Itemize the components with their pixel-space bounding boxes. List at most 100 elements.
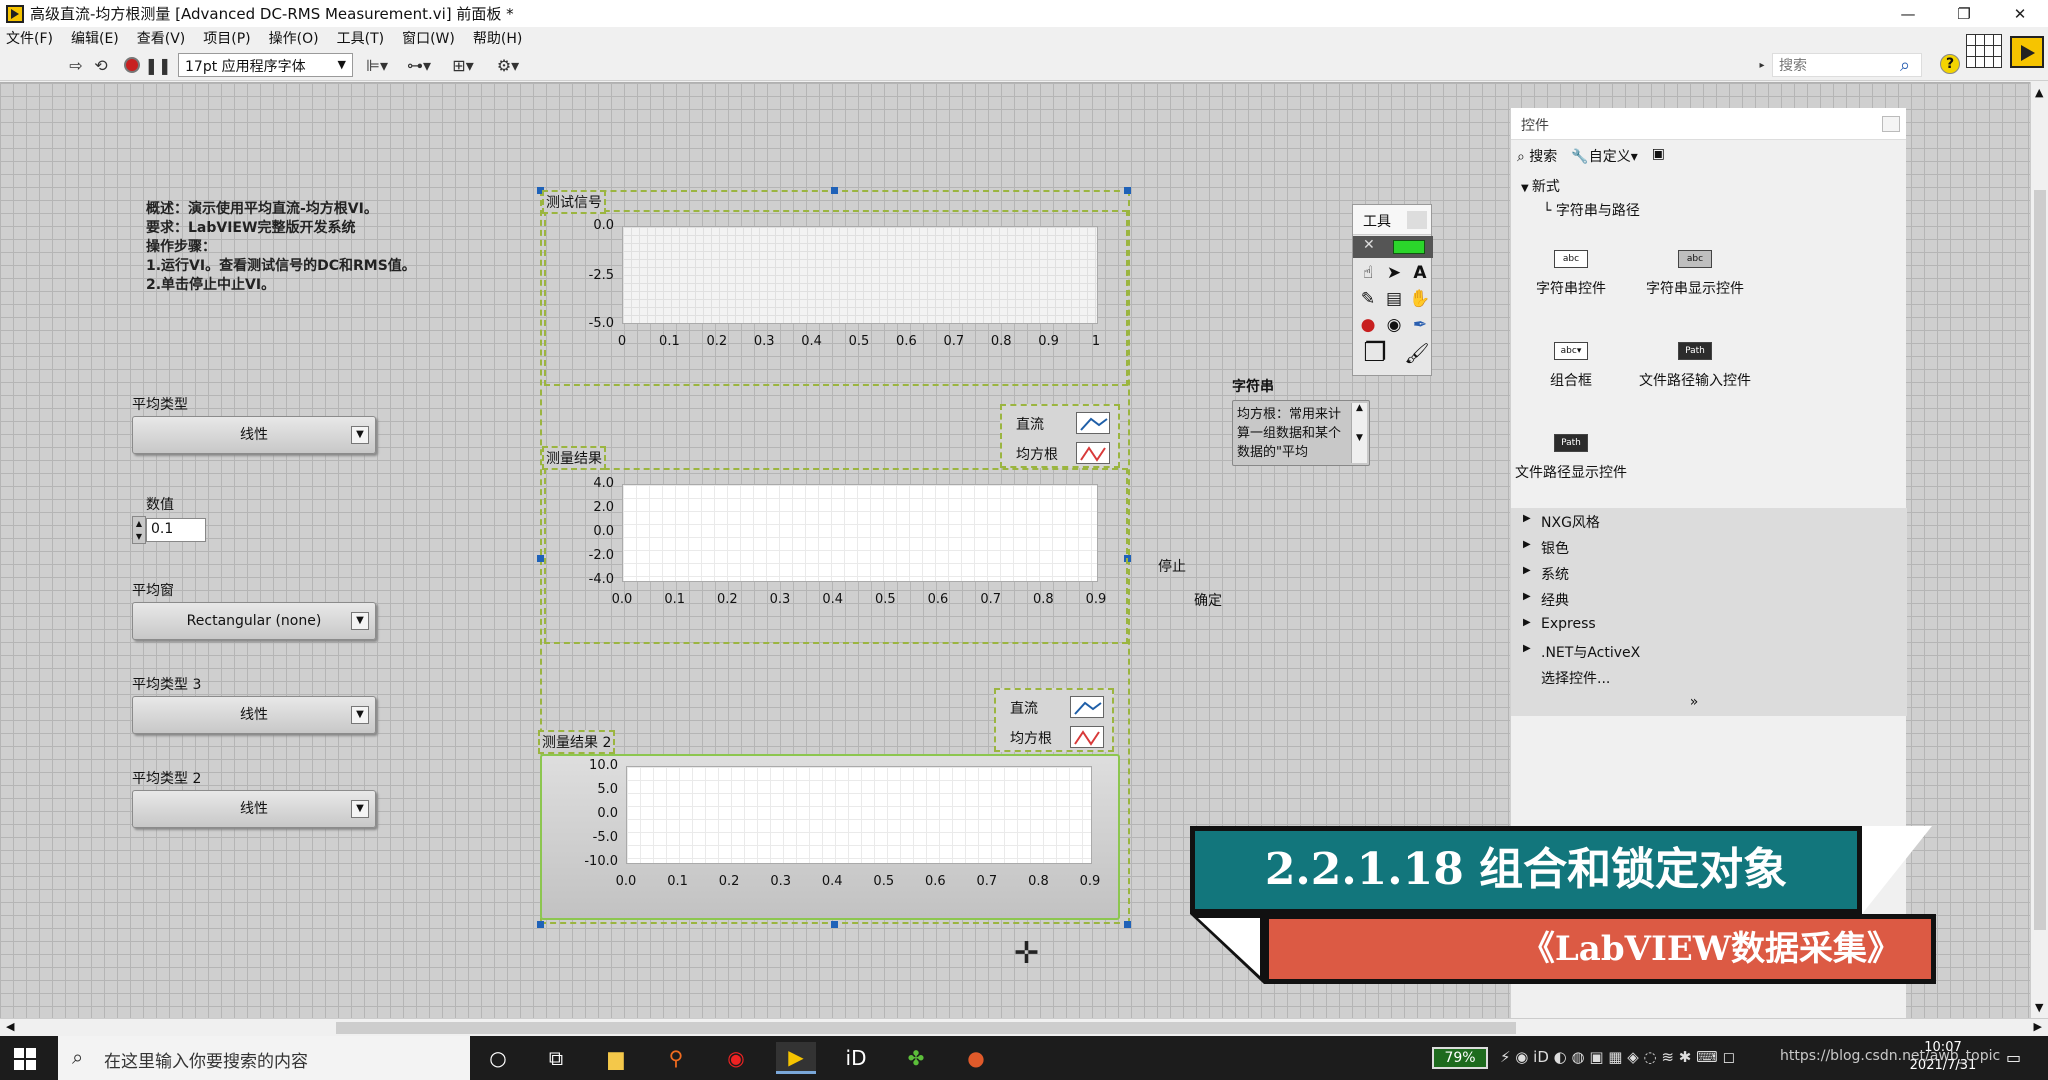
distribute-objects-icon[interactable]: ⊶▾ (406, 55, 432, 75)
legend-dc-swatch[interactable] (1070, 696, 1104, 718)
text-tool-icon[interactable]: A (1413, 263, 1427, 283)
cortana-icon[interactable]: ○ (489, 1046, 507, 1070)
palette-section-new[interactable]: ▼ 新式 (1521, 176, 1560, 196)
string-indicator[interactable]: 均方根：常用来计算一组数据和某个数据的"平均 ▲▼ (1232, 400, 1370, 466)
menu-project[interactable]: 项目(P) (203, 31, 251, 47)
legend-rms-swatch[interactable] (1076, 442, 1110, 464)
connector-pane-icon[interactable] (1966, 34, 2002, 68)
resize-handle[interactable] (831, 187, 838, 194)
scroll-up-icon[interactable]: ▲ (2035, 86, 2044, 99)
legend-rms-swatch[interactable] (1070, 726, 1104, 748)
task-view-icon[interactable]: ⧉ (548, 1046, 564, 1070)
palette-category-express[interactable]: Express (1511, 612, 1907, 638)
numeric-input[interactable]: 0.1 (146, 518, 206, 542)
graph2-plot-area[interactable] (622, 484, 1098, 582)
palette-category-system[interactable]: 系统 (1511, 560, 1907, 586)
menu-file[interactable]: 文件(F) (6, 31, 53, 47)
run-continuously-icon[interactable]: ⟲ (94, 55, 108, 75)
menu-view[interactable]: 查看(V) (136, 31, 186, 47)
breakpoint-icon[interactable]: ● (1360, 315, 1376, 335)
run-arrow-icon[interactable]: ⇨ (69, 55, 83, 75)
resize-handle[interactable] (537, 555, 544, 562)
palette-more-icon[interactable]: » (1511, 690, 1907, 716)
menu-window[interactable]: 窗口(W) (402, 31, 455, 47)
palette-customize-button[interactable]: 🔧自定义▾ (1571, 146, 1637, 165)
operate-hand-icon[interactable]: ☝ (1362, 263, 1374, 283)
align-objects-icon[interactable]: ⊫▾ (366, 55, 388, 75)
scroll-down-icon[interactable]: ▼ (2035, 1001, 2044, 1014)
id-app-icon[interactable]: iD (845, 1046, 867, 1070)
probe-icon[interactable]: ◉ (1386, 315, 1402, 335)
vertical-scroll-thumb[interactable] (2034, 190, 2046, 930)
avg-type2-ring[interactable]: 线性 ▼ (132, 790, 376, 828)
stop-button-label[interactable]: 停止 (1158, 559, 1186, 575)
search-icon[interactable]: ⌕ (1900, 55, 1911, 76)
pause-icon[interactable]: ❚❚ (144, 55, 172, 75)
file-explorer-icon[interactable]: ▆ (608, 1046, 624, 1070)
string-scrollbar[interactable]: ▲▼ (1351, 403, 1367, 463)
reorder-icon[interactable]: ⚙▾ (496, 55, 520, 75)
context-help-icon[interactable]: ? (1940, 54, 1960, 74)
palette-category-classic[interactable]: 经典 (1511, 586, 1907, 612)
abort-icon[interactable] (122, 55, 142, 75)
notification-icon[interactable]: ▭ (2006, 1048, 2022, 1067)
plot-legend[interactable]: 直流 均方根 (994, 688, 1114, 752)
wiring-tool-icon[interactable]: ✎ (1360, 289, 1376, 309)
search-input[interactable] (1772, 53, 1922, 77)
battery-indicator[interactable]: 79% (1432, 1047, 1488, 1069)
resize-handle[interactable] (1124, 921, 1131, 928)
vi-icon[interactable] (2010, 36, 2044, 68)
menu-operate[interactable]: 操作(O) (268, 31, 319, 47)
horizontal-scrollbar[interactable]: ◀ ▶ (0, 1018, 2048, 1036)
font-select[interactable]: 17pt 应用程序字体 ▼ (178, 53, 353, 77)
palette-search-button[interactable]: ⌕ 搜索 (1517, 146, 1557, 165)
palette-category-silver[interactable]: 银色 (1511, 534, 1907, 560)
palette-select-control[interactable]: 选择控件... (1511, 664, 1907, 690)
graph3-plot-area[interactable] (626, 766, 1092, 864)
menu-edit[interactable]: 编辑(E) (70, 31, 119, 47)
avg-type3-ring[interactable]: 线性 ▼ (132, 696, 376, 734)
resize-handle[interactable] (1124, 187, 1131, 194)
palette-item-combo-box[interactable]: abc▾ 组合框 (1511, 342, 1631, 390)
auto-tool-toggle[interactable]: ✕ (1353, 236, 1433, 258)
increment-decrement-icon[interactable]: ▲▼ (132, 516, 146, 544)
palette-item-path-control[interactable]: Path 文件路径输入控件 (1635, 342, 1755, 390)
graph1-plot-area[interactable] (622, 226, 1098, 324)
windows-start-icon[interactable] (14, 1048, 36, 1070)
chevron-down-icon[interactable]: ▼ (351, 612, 369, 630)
record-app-icon[interactable]: ◉ (727, 1046, 745, 1070)
chevron-down-icon[interactable]: ▼ (351, 426, 369, 444)
taskbar-clock[interactable]: 10:07 2021/7/31 (1888, 1039, 1998, 1075)
coloring-brush-icon[interactable]: 🖌 (1404, 341, 1430, 365)
search-app-icon[interactable]: ⚲ (668, 1046, 684, 1070)
palette-item-string-indicator[interactable]: abc 字符串显示控件 (1635, 250, 1755, 298)
palette-item-string-control[interactable]: abc 字符串控件 (1511, 250, 1631, 298)
close-button[interactable]: ✕ (2013, 4, 2027, 23)
palette-category-dotnet[interactable]: .NET与ActiveX (1511, 638, 1907, 664)
resize-handle[interactable] (831, 921, 838, 928)
chevron-down-icon[interactable]: ▼ (351, 706, 369, 724)
position-arrow-icon[interactable]: ➤ (1386, 263, 1402, 283)
taskbar-search[interactable]: ⌕ 在这里输入你要搜索的内容 (58, 1036, 470, 1080)
resize-objects-icon[interactable]: ⊞▾ (452, 55, 474, 75)
chevron-down-icon[interactable]: ▼ (351, 800, 369, 818)
menu-help[interactable]: 帮助(H) (472, 31, 523, 47)
minimize-button[interactable]: — (1900, 4, 1916, 23)
clover-app-icon[interactable]: ✤ (907, 1046, 925, 1070)
palette-subsection[interactable]: └ 字符串与路径 (1543, 200, 1640, 220)
window-ring[interactable]: Rectangular (none) ▼ (132, 602, 376, 640)
resize-handle[interactable] (537, 187, 544, 194)
palette-view-icon[interactable]: ▣ (1651, 146, 1665, 162)
scroll-hand-icon[interactable]: ✋ (1409, 289, 1431, 309)
labview-taskbar-icon[interactable]: ▶ (776, 1042, 816, 1074)
close-icon[interactable] (1882, 116, 1900, 132)
resize-handle[interactable] (537, 921, 544, 928)
ok-button-label[interactable]: 确定 (1194, 593, 1222, 609)
restore-button[interactable]: ❐ (1957, 4, 1971, 23)
powerpoint-icon[interactable]: ● (967, 1046, 985, 1070)
scroll-left-icon[interactable]: ◀ (6, 1020, 15, 1033)
horizontal-scroll-thumb[interactable] (336, 1022, 1516, 1034)
menu-tools[interactable]: 工具(T) (336, 31, 385, 47)
palette-item-path-indicator[interactable]: Path 文件路径显示控件 (1511, 434, 1631, 482)
avg-type-ring[interactable]: 线性 ▼ (132, 416, 376, 454)
